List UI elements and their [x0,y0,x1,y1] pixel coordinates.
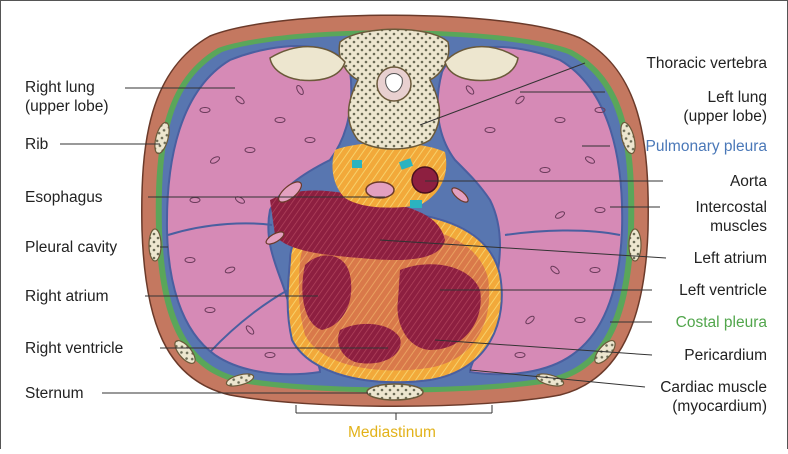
label-right-lung-line2: (upper lobe) [25,97,109,116]
aorta [412,167,438,193]
label-pericardium: Pericardium [684,346,767,365]
label-intercostal-muscles: Intercostal muscles [695,198,767,236]
label-left-lung: Left lung (upper lobe) [683,88,767,126]
label-pulmonary-pleura: Pulmonary pleura [646,137,767,156]
label-sternum: Sternum [25,384,84,403]
label-cardiac-muscle-line2: (myocardium) [660,397,767,416]
esophagus [366,182,394,198]
label-right-lung: Right lung (upper lobe) [25,78,109,116]
label-rib: Rib [25,135,48,154]
label-cardiac-muscle: Cardiac muscle (myocardium) [660,378,767,416]
label-thoracic-vertebra: Thoracic vertebra [646,54,767,73]
label-right-atrium: Right atrium [25,287,109,306]
label-aorta: Aorta [730,172,767,191]
label-left-ventricle: Left ventricle [679,281,767,300]
label-left-lung-line1: Left lung [683,88,767,107]
label-esophagus: Esophagus [25,188,103,207]
label-cardiac-muscle-line1: Cardiac muscle [660,378,767,397]
label-left-atrium: Left atrium [694,249,767,268]
label-right-lung-line1: Right lung [25,78,109,97]
sternum [367,384,423,400]
label-pleural-cavity: Pleural cavity [25,238,117,257]
label-costal-pleura: Costal pleura [676,313,767,332]
label-intercostal-line1: Intercostal [695,198,767,217]
label-right-ventricle: Right ventricle [25,339,123,358]
label-intercostal-line2: muscles [695,217,767,236]
label-mediastinum: Mediastinum [348,423,436,442]
label-left-lung-line2: (upper lobe) [683,107,767,126]
